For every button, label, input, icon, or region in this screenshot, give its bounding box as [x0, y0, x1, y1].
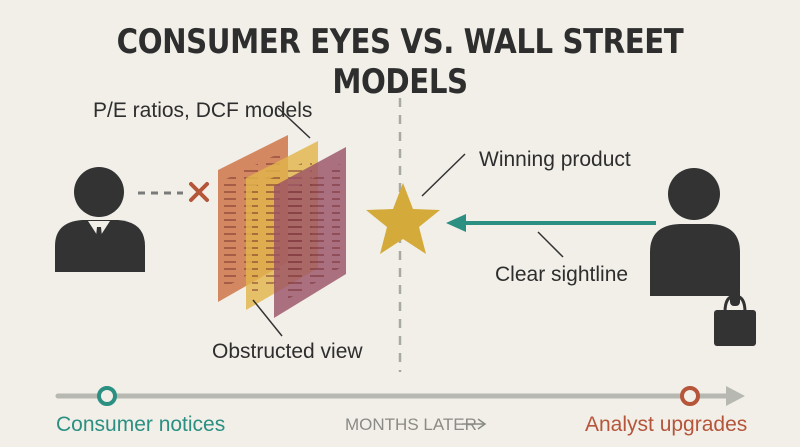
arrow-right-icon	[462, 418, 487, 430]
page-title: CONSUMER EYES VS. WALL STREET MODELS	[116, 22, 684, 102]
star-icon	[366, 183, 440, 254]
timeline-end-marker	[680, 386, 700, 406]
winning-label: Winning product	[479, 148, 631, 171]
models-label: P/E ratios, DCF models	[93, 99, 312, 122]
timeline-middle-label: MONTHS LATER	[345, 415, 477, 434]
sightline-arrow	[446, 214, 656, 232]
models-leader-line	[277, 107, 311, 139]
model-sheet-maroon	[274, 147, 346, 318]
cross-icon	[189, 182, 209, 202]
shopper-figure-icon	[650, 168, 740, 306]
sightline-label: Clear sightline	[495, 263, 628, 286]
winning-leader-line	[421, 153, 466, 197]
shopping-bag-icon	[714, 294, 756, 346]
timeline-end-label: Analyst upgrades	[585, 413, 747, 436]
analyst-figure-icon	[55, 167, 145, 272]
timeline-start-label: Consumer notices	[56, 413, 225, 436]
obstructed-leader-line	[252, 299, 283, 337]
timeline-start-marker	[97, 386, 117, 406]
sightline-leader-line	[537, 231, 564, 258]
obstructed-label: Obstructed view	[212, 340, 363, 363]
timeline	[55, 386, 745, 406]
